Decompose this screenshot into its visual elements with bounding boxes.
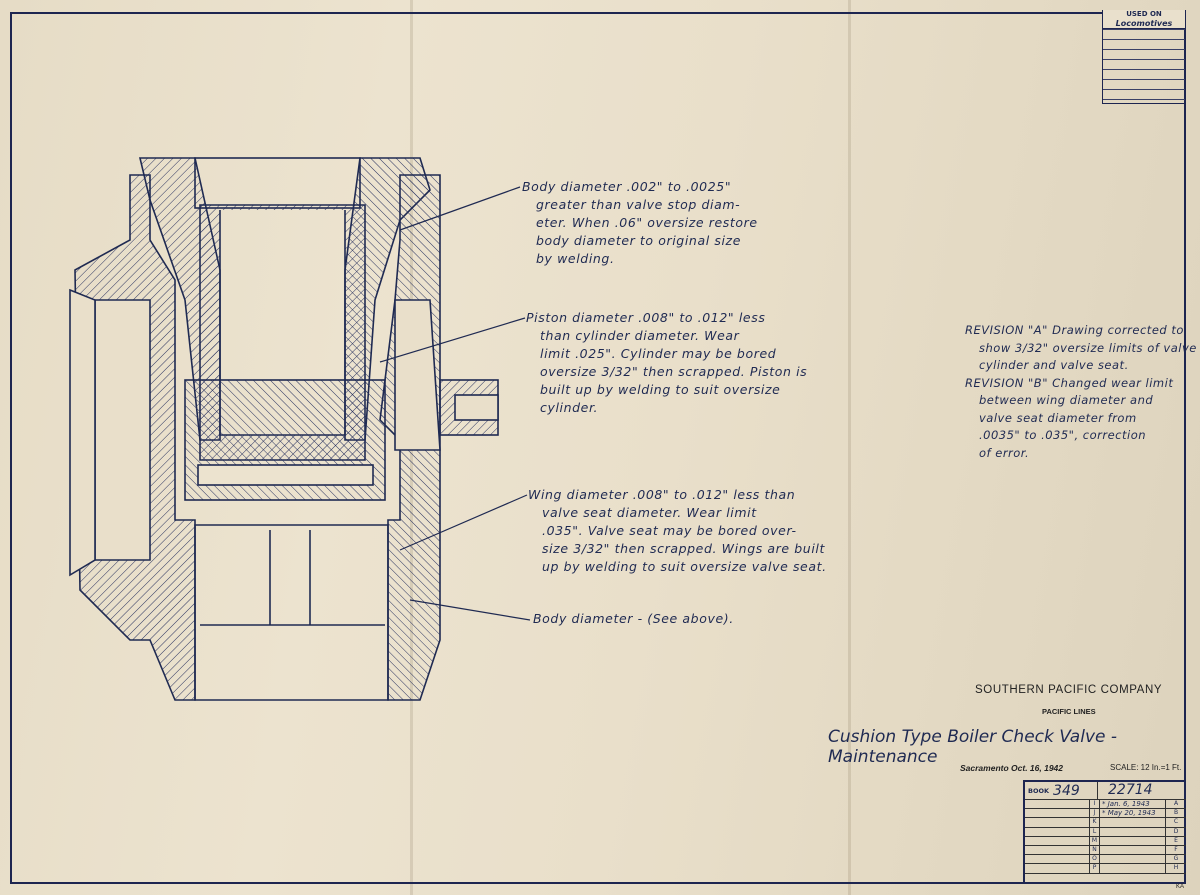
note-line: cylinder. xyxy=(540,400,599,415)
revision-date xyxy=(1100,818,1166,827)
used-on-box: USED ON Locomotives xyxy=(1102,10,1186,104)
note-piston-diameter: Piston diameter .008" to .012" less than… xyxy=(526,309,807,417)
row-letter: J xyxy=(1090,809,1100,818)
blank-cell xyxy=(1025,827,1090,836)
revision-line: .0035" to .035", correction xyxy=(979,428,1147,442)
revision-date xyxy=(1100,836,1166,845)
book-label: BOOK xyxy=(1028,786,1050,795)
company-lines: PACIFIC LINES xyxy=(1042,707,1096,716)
revision-line: show 3/32" oversize limits of valve xyxy=(979,340,1197,355)
revision-line: valve seat diameter from xyxy=(979,410,1137,425)
revision-line: between wing diameter and xyxy=(979,393,1154,407)
blank-cell xyxy=(1025,845,1090,855)
row-letter: P xyxy=(1090,864,1100,873)
revision-letter: A xyxy=(1173,800,1179,807)
note-line: Piston diameter .008" to .012" less xyxy=(526,310,766,325)
leader-lines xyxy=(379,186,531,621)
book-revision-table: BOOK 349 22714 I* Jan. 6, 1943 A J* May 20… xyxy=(1023,780,1186,884)
company-name: SOUTHERN PACIFIC COMPANY xyxy=(975,684,1163,696)
revision-letter: F xyxy=(1174,845,1178,853)
note-body-diameter: Body diameter .002" to .0025" greater th… xyxy=(522,178,758,268)
scale: SCALE: 12 In.=1 Ft. xyxy=(1110,763,1182,772)
row-letter: M xyxy=(1090,836,1100,845)
note-line: than cylinder diameter. Wear xyxy=(540,328,740,343)
note-line: eter. When .06" oversize restore xyxy=(536,215,758,230)
note-line: body diameter to original size xyxy=(536,233,741,248)
used-on-value: Locomotives xyxy=(1103,19,1185,29)
valve-seat xyxy=(194,524,389,701)
note-line: Wing diameter .008" to .012" less than xyxy=(528,487,796,502)
row-letter: L xyxy=(1090,827,1100,836)
note-wing-diameter: Wing diameter .008" to .012" less than v… xyxy=(528,486,827,576)
note-line: up by welding to suit oversize valve sea… xyxy=(542,559,827,574)
blank-cell xyxy=(1025,864,1090,873)
row-letter: K xyxy=(1090,818,1100,827)
revision-row: J* May 20, 1943 B xyxy=(1025,809,1186,819)
paper-fold xyxy=(848,0,851,895)
revision-line: REVISION "B" Changed wear limit xyxy=(965,375,1174,390)
revision-date: * Jan. 6, 1943 xyxy=(1100,800,1166,809)
revision-letter: D xyxy=(1173,827,1179,835)
note-line: oversize 3/32" then scrapped. Piston is xyxy=(540,364,808,379)
revision-notes: REVISION "A" Drawing corrected to show 3… xyxy=(965,322,1197,462)
revision-date xyxy=(1100,855,1166,864)
book-number: 349 xyxy=(1053,782,1080,799)
revision-letter: B xyxy=(1173,809,1179,817)
revision-line: of error. xyxy=(979,445,1030,460)
note-line: size 3/32" then scrapped. Wings are buil… xyxy=(542,541,825,556)
place-date: Sacramento Oct. 16, 1942 xyxy=(960,763,1064,773)
note-line: Body diameter - (See above). xyxy=(533,611,734,626)
revision-letter: G xyxy=(1173,855,1179,863)
revision-row: I* Jan. 6, 1943 A xyxy=(1025,800,1186,810)
blank-cell xyxy=(1025,809,1090,818)
note-line: built up by welding to suit oversize xyxy=(540,382,781,397)
revision-date xyxy=(1100,845,1166,855)
row-letter: I xyxy=(1090,800,1100,809)
note-line: by welding. xyxy=(536,251,615,266)
drawing-number: 22714 xyxy=(1108,782,1153,798)
blank-cell xyxy=(1025,836,1090,845)
blank-cell xyxy=(1025,818,1090,827)
row-letter: O xyxy=(1090,855,1100,864)
note-line: greater than valve stop diam- xyxy=(536,197,741,212)
revision-date xyxy=(1100,864,1166,873)
note-line: .035". Valve seat may be bored over- xyxy=(542,523,797,538)
note-line: limit .025". Cylinder may be bored xyxy=(540,346,777,361)
blank-cell xyxy=(1025,800,1090,809)
revision-letter: H xyxy=(1173,864,1179,872)
note-body-diameter-ref: Body diameter - (See above). xyxy=(533,610,734,628)
revision-letter: E xyxy=(1174,836,1178,844)
used-on-header: USED ON xyxy=(1103,10,1185,19)
blank-cell xyxy=(1025,855,1090,864)
revision-letter: C xyxy=(1173,818,1179,826)
note-line: Body diameter .002" to .0025" xyxy=(522,179,732,194)
revision-line: REVISION "A" Drawing corrected to xyxy=(965,323,1184,337)
drawing-title: Cushion Type Boiler Check Valve - Mainte… xyxy=(828,727,1117,767)
revision-date: * May 20, 1943 xyxy=(1100,809,1166,818)
drawing-border xyxy=(10,12,1186,884)
revision-line: cylinder and valve seat. xyxy=(979,358,1129,372)
initials: KA xyxy=(1176,884,1185,890)
revision-date xyxy=(1100,827,1166,836)
row-letter: N xyxy=(1090,845,1100,855)
note-line: valve seat diameter. Wear limit xyxy=(542,505,757,520)
